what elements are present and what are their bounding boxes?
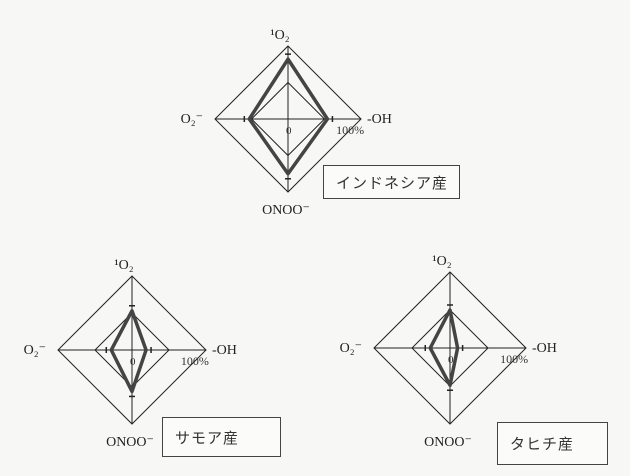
center-tick-label: 0 [286,125,292,137]
axis-label: -OH [532,341,557,356]
axis-label: ONOO⁻ [106,435,154,450]
axis-label: O₂⁻ [24,343,46,358]
radar-chart: ¹O₂ -OH ONOO⁻ O₂⁻ 0 100% [24,258,237,450]
max-tick-label: 100% [181,354,209,368]
axis-label: O₂⁻ [340,341,362,356]
axis-label: -OH [367,112,392,127]
center-tick-label: 0 [130,356,136,368]
data-series [109,309,148,394]
data-series [428,308,460,387]
chart-title: インドネシア産 [336,173,449,192]
chart-title-box-tahiti: タヒチ産 [497,422,608,465]
max-tick-label: 100% [336,123,364,137]
chart-title: サモア産 [175,428,240,447]
chart-title: タヒチ産 [510,435,575,453]
axis-label: ONOO⁻ [262,203,310,218]
radar-chart: ¹O₂ -OH ONOO⁻ O₂⁻ 0 100% [181,28,392,218]
axis-label: -OH [212,343,237,358]
radar-chart: ¹O₂ -OH ONOO⁻ O₂⁻ 0 100% [340,254,557,450]
axis-label: ¹O₂ [270,28,289,43]
max-tick-label: 100% [500,352,528,366]
chart-title-box-samoa: サモア産 [162,417,281,457]
center-tick-label: 0 [448,354,454,366]
data-series [247,57,330,176]
axis-label: ¹O₂ [114,258,133,273]
axis-label: ¹O₂ [432,254,451,269]
axis-label: ONOO⁻ [424,435,472,450]
chart-title-box-indonesia: インドネシア産 [323,165,460,199]
axis-label: O₂⁻ [181,112,203,127]
